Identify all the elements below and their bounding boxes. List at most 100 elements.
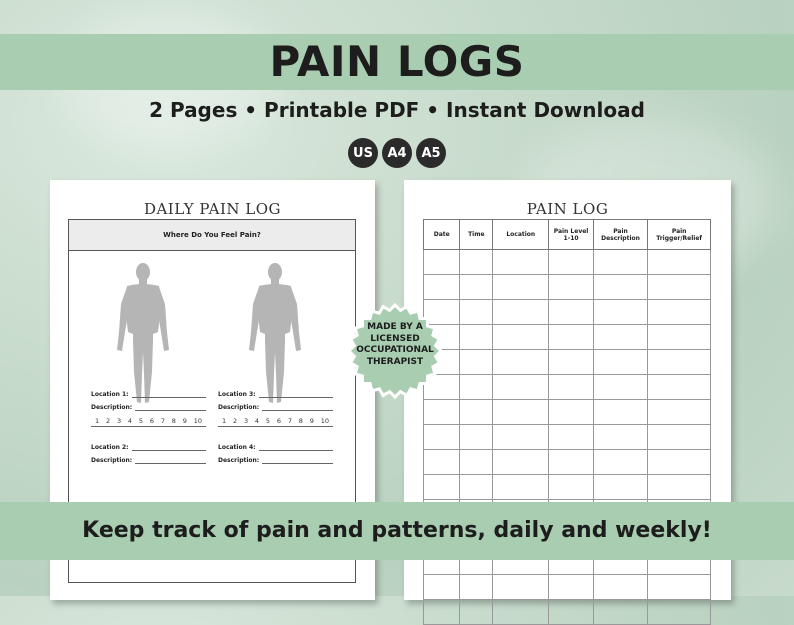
table-cell[interactable] bbox=[647, 474, 711, 500]
scale-value[interactable]: 4 bbox=[127, 417, 133, 425]
table-cell[interactable] bbox=[592, 399, 649, 425]
table-cell[interactable] bbox=[592, 474, 649, 500]
table-cell[interactable] bbox=[459, 324, 494, 350]
table-cell[interactable] bbox=[492, 599, 550, 625]
table-cell[interactable] bbox=[459, 474, 494, 500]
table-cell[interactable] bbox=[492, 424, 550, 450]
table-cell[interactable] bbox=[422, 399, 461, 425]
table-cell[interactable] bbox=[647, 274, 711, 300]
table-cell[interactable] bbox=[592, 299, 649, 325]
table-cell[interactable] bbox=[492, 474, 550, 500]
table-cell[interactable] bbox=[647, 299, 711, 325]
daily-log-title: DAILY PAIN LOG bbox=[143, 200, 282, 218]
table-cell[interactable] bbox=[592, 374, 649, 400]
scale-value[interactable]: 8 bbox=[171, 417, 176, 425]
table-cell[interactable] bbox=[647, 349, 711, 375]
table-cell[interactable] bbox=[459, 374, 494, 400]
table-cell[interactable] bbox=[548, 599, 594, 625]
table-cell[interactable] bbox=[548, 399, 594, 425]
scale-value[interactable]: 5 bbox=[138, 417, 144, 425]
table-cell[interactable] bbox=[647, 449, 711, 475]
scale-value[interactable]: 1 bbox=[222, 417, 227, 425]
stamp-text: MADE BY A LICENSED OCCUPATIONAL THERAPIS… bbox=[356, 322, 434, 367]
table-cell[interactable] bbox=[422, 249, 461, 275]
table-cell[interactable] bbox=[592, 424, 649, 450]
table-cell[interactable] bbox=[459, 449, 494, 475]
table-cell[interactable] bbox=[548, 449, 594, 475]
table-cell[interactable] bbox=[592, 449, 649, 475]
table-cell[interactable] bbox=[459, 274, 494, 300]
table-cell[interactable] bbox=[492, 324, 550, 350]
scale-value[interactable]: 4 bbox=[254, 417, 260, 425]
table-cell[interactable] bbox=[647, 374, 711, 400]
table-cell[interactable] bbox=[548, 299, 594, 325]
table-cell[interactable] bbox=[459, 399, 494, 425]
table-cell[interactable] bbox=[492, 299, 550, 325]
table-cell[interactable] bbox=[592, 249, 649, 275]
location-input-line[interactable] bbox=[258, 391, 333, 398]
table-cell[interactable] bbox=[647, 399, 711, 425]
table-cell[interactable] bbox=[492, 449, 550, 475]
table-cell[interactable] bbox=[422, 424, 461, 450]
table-cell[interactable] bbox=[548, 324, 594, 350]
location-input-line[interactable] bbox=[131, 391, 206, 398]
description-input-line[interactable] bbox=[135, 404, 206, 411]
table-row bbox=[422, 299, 711, 325]
location-input-line[interactable] bbox=[131, 444, 206, 451]
table-cell[interactable] bbox=[422, 274, 461, 300]
scale-value[interactable]: 1 bbox=[95, 417, 100, 425]
table-cell[interactable] bbox=[647, 599, 711, 625]
table-cell[interactable] bbox=[422, 449, 461, 475]
table-cell[interactable] bbox=[492, 374, 550, 400]
table-cell[interactable] bbox=[459, 424, 494, 450]
table-cell[interactable] bbox=[422, 474, 461, 500]
format-badges: US A4 A5 bbox=[0, 138, 794, 168]
table-cell[interactable] bbox=[592, 599, 649, 625]
table-cell[interactable] bbox=[459, 299, 494, 325]
table-cell[interactable] bbox=[592, 349, 649, 375]
scale-value[interactable]: 2 bbox=[105, 417, 111, 425]
scale-value[interactable]: 8 bbox=[298, 417, 303, 425]
description-input-line[interactable] bbox=[262, 457, 333, 464]
table-cell[interactable] bbox=[422, 599, 461, 625]
table-cell[interactable] bbox=[592, 324, 649, 350]
table-cell[interactable] bbox=[459, 249, 494, 275]
description-input-line[interactable] bbox=[135, 457, 206, 464]
column-header-date: Date bbox=[422, 219, 461, 250]
scale-value[interactable]: 10 bbox=[320, 417, 329, 425]
scale-value[interactable]: 9 bbox=[182, 417, 187, 425]
scale-value[interactable]: 3 bbox=[243, 417, 249, 425]
pain-log-table: Date Time Location Pain Level 1-10 Pain … bbox=[422, 219, 711, 625]
table-cell[interactable] bbox=[592, 274, 649, 300]
table-cell[interactable] bbox=[492, 274, 550, 300]
scale-value[interactable]: 10 bbox=[193, 417, 202, 425]
location-input-line[interactable] bbox=[258, 444, 333, 451]
table-cell[interactable] bbox=[647, 324, 711, 350]
column-header-pain-trigger-relief: Pain Trigger/Relief bbox=[647, 219, 711, 250]
scale-value[interactable]: 5 bbox=[265, 417, 271, 425]
table-cell[interactable] bbox=[647, 249, 711, 275]
table-cell[interactable] bbox=[548, 474, 594, 500]
location-label: Location 1: bbox=[91, 391, 129, 398]
table-cell[interactable] bbox=[548, 374, 594, 400]
scale-value[interactable]: 6 bbox=[276, 417, 281, 425]
table-cell[interactable] bbox=[548, 349, 594, 375]
scale-value[interactable]: 9 bbox=[309, 417, 314, 425]
table-row bbox=[422, 374, 711, 400]
description-input-line[interactable] bbox=[262, 404, 333, 411]
table-cell[interactable] bbox=[492, 349, 550, 375]
scale-value[interactable]: 2 bbox=[232, 417, 238, 425]
table-cell[interactable] bbox=[459, 599, 494, 625]
scale-value[interactable]: 3 bbox=[116, 417, 122, 425]
scale-value[interactable]: 7 bbox=[287, 417, 292, 425]
scale-value[interactable]: 7 bbox=[160, 417, 165, 425]
table-header-row: Date Time Location Pain Level 1-10 Pain … bbox=[422, 219, 711, 250]
table-cell[interactable] bbox=[492, 399, 550, 425]
table-cell[interactable] bbox=[459, 349, 494, 375]
table-cell[interactable] bbox=[647, 424, 711, 450]
table-cell[interactable] bbox=[548, 274, 594, 300]
scale-value[interactable]: 6 bbox=[149, 417, 154, 425]
table-cell[interactable] bbox=[548, 424, 594, 450]
table-cell[interactable] bbox=[548, 249, 594, 275]
table-cell[interactable] bbox=[492, 249, 550, 275]
